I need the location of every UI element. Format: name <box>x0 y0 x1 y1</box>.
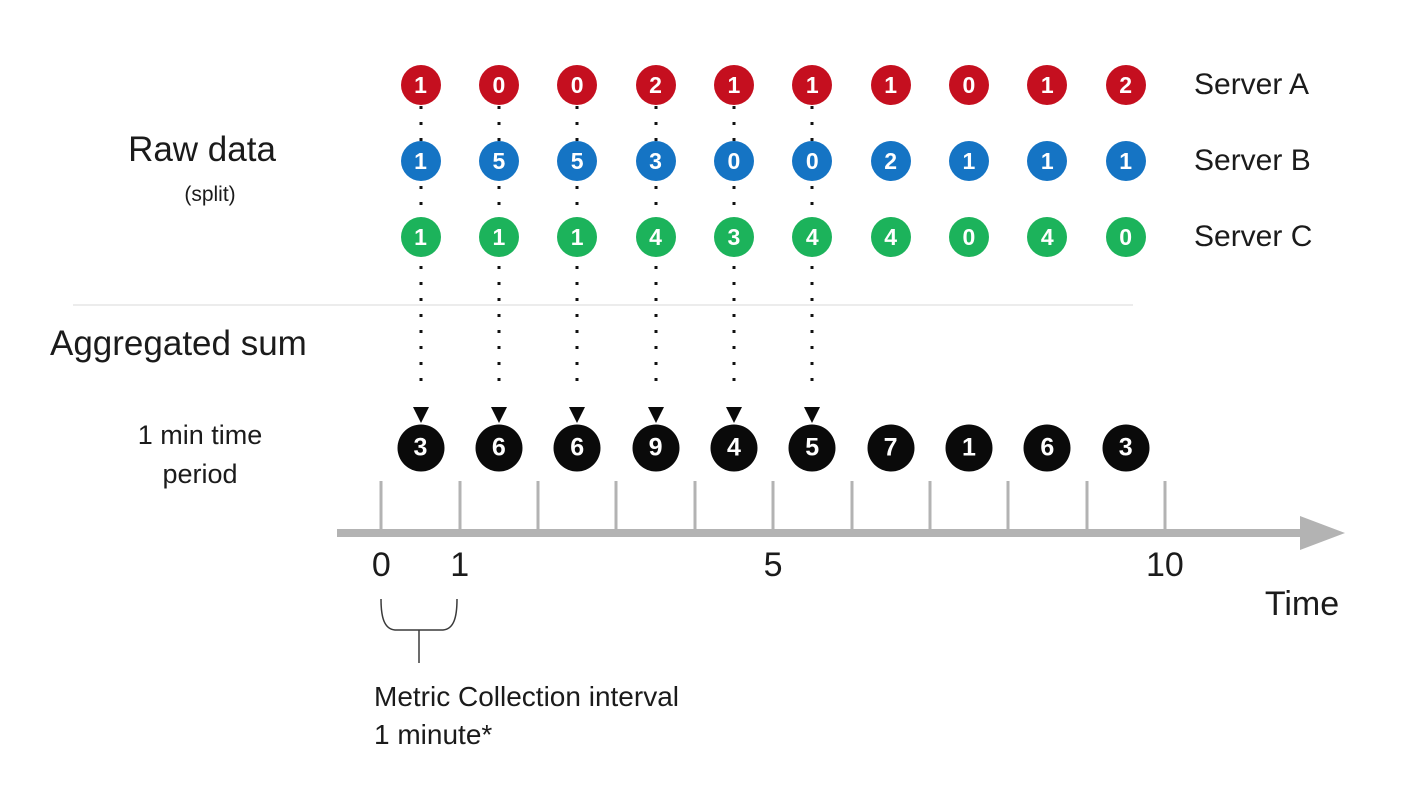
series-label: Server C <box>1194 220 1313 253</box>
data-point: 2 <box>870 141 911 181</box>
series-label: Server B <box>1194 144 1311 177</box>
aggregated-data-point: 6 <box>1023 424 1071 472</box>
data-point: 4 <box>1027 217 1068 257</box>
arrow-down-icon <box>647 407 664 423</box>
data-point: 1 <box>400 65 441 105</box>
axis-tick <box>536 481 540 533</box>
axis-tick <box>458 481 462 533</box>
data-point: 4 <box>792 217 833 257</box>
axis-tick-label: 5 <box>763 546 783 584</box>
aggregated-sum-label: Aggregated sum <box>50 324 307 363</box>
time-axis-line <box>337 529 1303 537</box>
section-divider <box>73 304 1133 306</box>
arrow-down-icon <box>490 407 507 423</box>
data-point: 1 <box>870 65 911 105</box>
data-point: 0 <box>1105 217 1146 257</box>
data-point: 1 <box>1105 141 1146 181</box>
time-axis-title: Time <box>1264 585 1340 623</box>
series-label: Server A <box>1194 68 1310 101</box>
aggregated-data-point: 3 <box>1102 424 1150 472</box>
data-point: 2 <box>635 65 676 105</box>
data-point: 1 <box>400 141 441 181</box>
axis-tick <box>928 481 932 533</box>
time-period-line2: period <box>162 459 238 489</box>
axis-tick <box>1006 481 1010 533</box>
aggregated-data-point: 9 <box>632 424 680 472</box>
data-point: 1 <box>400 217 441 257</box>
arrow-down-icon <box>412 407 429 423</box>
interval-annotation-line2: 1 minute* <box>374 719 493 750</box>
data-point: 4 <box>870 217 911 257</box>
aggregated-data-point: 7 <box>867 424 915 472</box>
aggregated-data-point: 1 <box>945 424 993 472</box>
data-point: 0 <box>557 65 598 105</box>
axis-tick <box>850 481 853 533</box>
time-axis-arrowhead-icon <box>1300 516 1345 550</box>
raw-data-label: Raw data <box>128 130 276 169</box>
interval-brace-icon <box>380 598 458 663</box>
axis-tick-label: 1 <box>450 546 470 584</box>
data-point: 1 <box>713 65 754 105</box>
data-point: 5 <box>557 141 598 181</box>
axis-tick <box>693 481 697 533</box>
aggregated-data-point: 3 <box>397 424 444 472</box>
data-point: 5 <box>478 141 519 181</box>
data-point: 1 <box>557 217 598 257</box>
data-point: 0 <box>713 141 754 181</box>
split-label: (split) <box>184 183 236 206</box>
axis-tick-label: 0 <box>371 546 391 584</box>
axis-tick <box>1163 481 1167 533</box>
data-point: 1 <box>1027 141 1068 181</box>
axis-tick <box>379 481 383 533</box>
data-point: 3 <box>713 217 754 257</box>
data-point: 1 <box>1027 65 1068 105</box>
axis-tick-label: 10 <box>1145 546 1184 584</box>
aggregated-data-point: 6 <box>553 424 601 472</box>
data-point: 0 <box>792 141 833 181</box>
data-point: 0 <box>478 65 519 105</box>
data-point: 3 <box>635 141 676 181</box>
data-point: 4 <box>635 217 676 257</box>
data-point: 0 <box>948 65 989 105</box>
axis-tick <box>1085 481 1089 533</box>
aggregated-data-point: 6 <box>475 424 523 472</box>
data-point: 1 <box>792 65 833 105</box>
arrow-down-icon <box>569 407 586 423</box>
data-point: 1 <box>478 217 519 257</box>
data-point: 1 <box>948 141 989 181</box>
aggregated-data-point: 5 <box>788 424 836 472</box>
interval-annotation: Metric Collection interval 1 minute* <box>374 678 679 754</box>
arrow-down-icon <box>804 407 821 423</box>
interval-annotation-line1: Metric Collection interval <box>374 681 679 712</box>
axis-tick <box>614 481 618 533</box>
data-point: 2 <box>1105 65 1146 105</box>
time-period-label: 1 min time period <box>100 416 300 494</box>
axis-tick <box>771 481 775 533</box>
aggregated-data-point: 4 <box>710 424 758 472</box>
arrow-down-icon <box>725 407 742 423</box>
time-period-line1: 1 min time <box>137 420 263 450</box>
data-point: 0 <box>948 217 989 257</box>
